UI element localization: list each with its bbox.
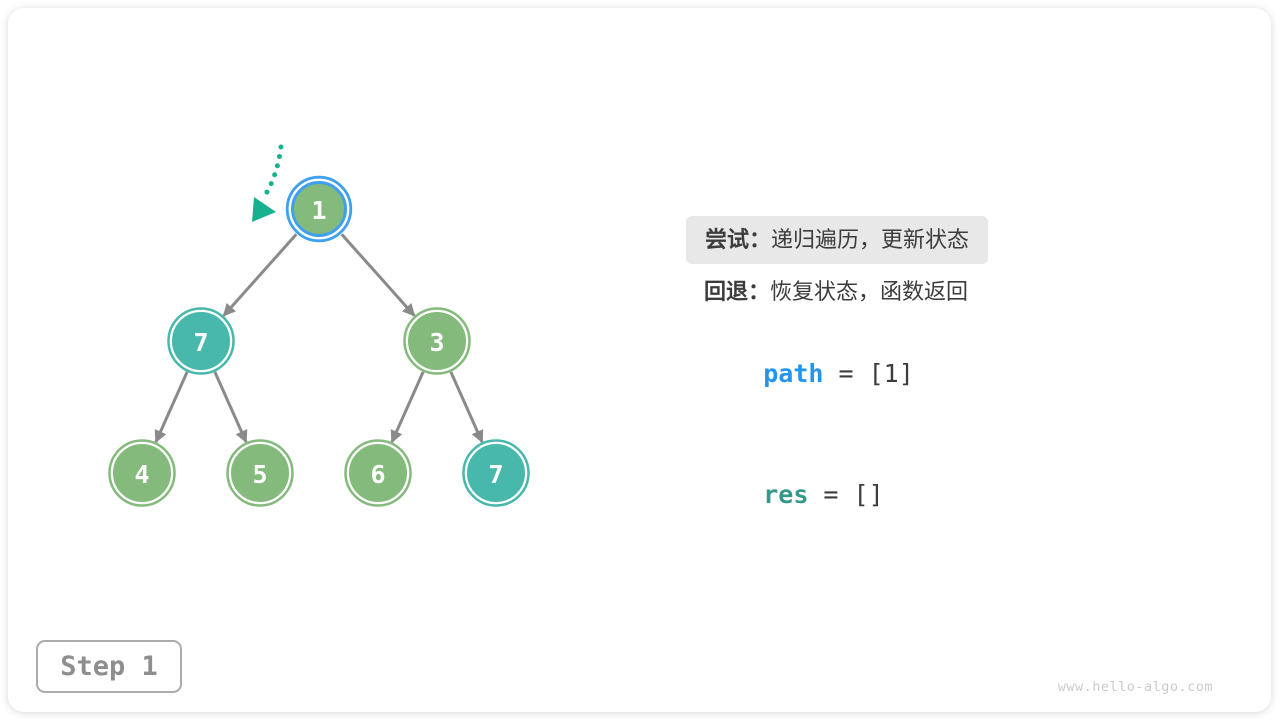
node-highlight-ring: [285, 175, 353, 243]
node-border-ring: [403, 307, 471, 375]
node-disc: [228, 441, 292, 505]
node-disc: [110, 441, 174, 505]
state-res-var: res: [763, 480, 809, 509]
tree-node-4: 4: [108, 439, 176, 507]
tree-node-5: 5: [226, 439, 294, 507]
edge-7-5: [213, 371, 248, 444]
node-disc: [291, 181, 347, 237]
tree-node-7-left: 7: [167, 307, 235, 375]
legend-try-label: 尝试：: [705, 227, 772, 252]
node-border-ring: [108, 439, 176, 507]
watermark: www.hello-algo.com: [1057, 679, 1213, 695]
pointer-dotted-trail: [261, 144, 284, 200]
node-disc: [464, 441, 528, 505]
tree-node-1-root: 1: [285, 175, 353, 243]
node-border-ring: [462, 439, 530, 507]
current-pointer-arrow: [252, 144, 284, 222]
edge-1-3: [340, 233, 416, 317]
tree-node-3: 3: [403, 307, 471, 375]
state-path: path = [1]: [703, 330, 914, 417]
pointer-arrowhead-icon: [252, 197, 276, 222]
node-value: 5: [252, 460, 267, 489]
tree-node-7-leaf: 7: [462, 439, 530, 507]
legend-back: 回退：恢复状态，函数返回: [704, 278, 968, 305]
node-border-ring: [167, 307, 235, 375]
legend-try: 尝试：递归遍历，更新状态: [686, 216, 989, 264]
legend-back-text: 恢复状态，函数返回: [770, 279, 969, 304]
edge-3-7: [449, 371, 484, 444]
node-value: 7: [488, 460, 503, 489]
edge-1-7: [222, 233, 298, 317]
state-res: res = []: [703, 451, 884, 538]
node-value: 3: [429, 328, 444, 357]
state-res-value: = []: [808, 480, 884, 509]
legend-try-text: 递归遍历，更新状态: [771, 227, 970, 252]
edge-3-6: [390, 371, 425, 444]
node-border-ring: [344, 439, 412, 507]
state-path-var: path: [763, 359, 824, 388]
node-value: 4: [134, 460, 149, 489]
node-disc: [169, 309, 233, 373]
node-value: 1: [311, 196, 326, 225]
tree-node-6: 6: [344, 439, 412, 507]
edge-7-4: [154, 371, 189, 444]
node-border-ring: [226, 439, 294, 507]
node-value: 7: [193, 328, 208, 357]
node-value: 6: [370, 460, 385, 489]
state-path-value: = [1]: [823, 359, 914, 388]
node-disc: [405, 309, 469, 373]
node-disc: [346, 441, 410, 505]
legend-back-label: 回退：: [704, 279, 771, 304]
tree-edges: [154, 233, 484, 444]
step-badge: Step 1: [36, 640, 182, 693]
